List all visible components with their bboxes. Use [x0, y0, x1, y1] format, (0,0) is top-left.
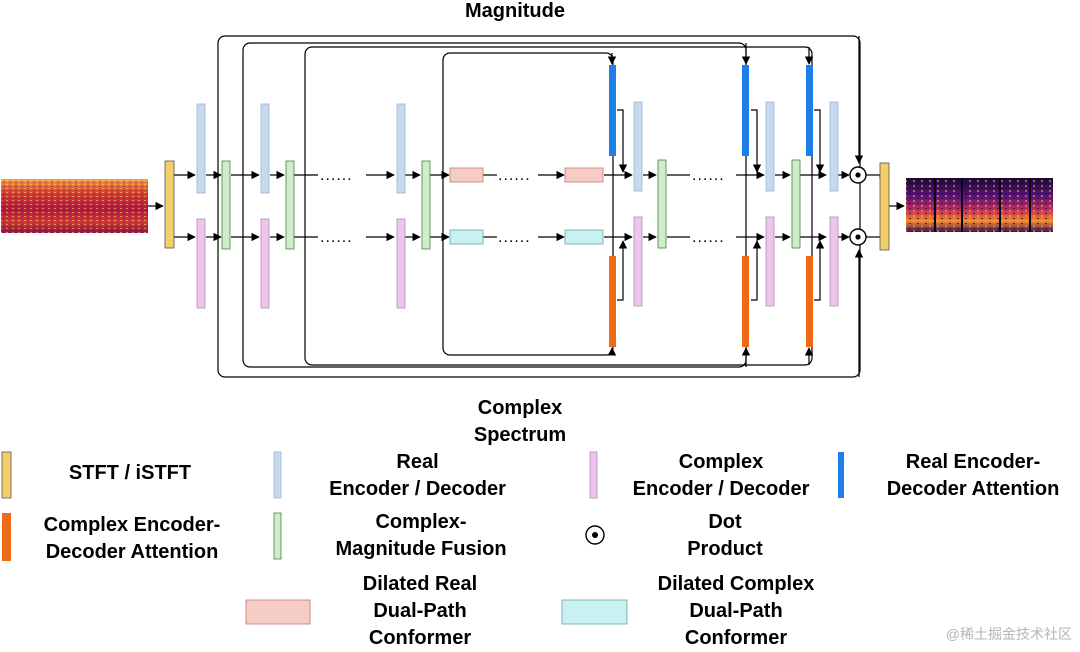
legend-dilated-real-line-1: Dilated Real	[362, 573, 478, 595]
legend-real-encoder-line-1: Real	[396, 451, 439, 473]
legend-complex-encoder-line-2: Encoder / Decoder	[632, 478, 810, 500]
legend-real-attention-line-1: Real Encoder-	[905, 451, 1041, 473]
dilated-complex-conformers	[449, 229, 604, 245]
legend-dilated-complex-line-3: Conformer	[684, 627, 788, 649]
svg-text:......: ......	[320, 229, 353, 246]
legend-dot-product-line-1: Dot	[708, 511, 742, 533]
legend-real-attention-line-2: Decoder Attention	[886, 478, 1060, 500]
dilated-real-conformers	[449, 167, 604, 183]
legend-dilated-real-line-2: Dual-Path	[373, 600, 467, 622]
istft-block	[879, 162, 890, 251]
legend-dilated-complex-line-2: Dual-Path	[689, 600, 783, 622]
legend-complex-attention-label: Complex Encoder- Decoder Attention	[18, 512, 246, 566]
svg-text:......: ......	[692, 229, 725, 246]
complex-encoder-blocks	[196, 216, 839, 309]
legend-dilated-complex-line-1: Dilated Complex	[657, 573, 815, 595]
legend-complex-encoder-label: Complex Encoder / Decoder	[612, 449, 830, 503]
legend-dilated-real-label: Dilated Real Dual-Path Conformer	[330, 571, 510, 652]
legend-stft-swatch	[1, 451, 12, 499]
legend-dilated-real-line-3: Conformer	[368, 627, 472, 649]
flow-lines	[148, 36, 905, 377]
legend-fusion-label: Complex- Magnitude Fusion	[316, 509, 526, 563]
stft-block	[164, 160, 175, 249]
legend-dilated-complex-label: Dilated Complex Dual-Path Conformer	[638, 571, 834, 652]
dot-product-icon	[849, 228, 867, 246]
legend-complex-attention-line-1: Complex Encoder-	[43, 514, 221, 536]
legend-real-attention-swatch	[838, 452, 844, 498]
legend-dilated-real-swatch	[245, 599, 311, 625]
complex-attention-blocks	[609, 256, 813, 347]
complex-spectrum-line-1: Complex	[477, 397, 563, 419]
legend-real-encoder-line-2: Encoder / Decoder	[329, 478, 506, 500]
legend-fusion-swatch	[273, 512, 282, 560]
complex-spectrum-line-2: Spectrum	[473, 424, 567, 446]
legend-complex-encoder-swatch	[589, 451, 598, 499]
dot-product-icon	[849, 166, 867, 184]
legend-real-encoder-label: Real Encoder / Decoder	[300, 449, 535, 503]
real-attention-blocks	[609, 65, 813, 156]
input-spectrogram	[1, 179, 148, 233]
magnitude-label: Magnitude	[465, 0, 565, 22]
legend-fusion-line-1: Complex-	[375, 511, 467, 533]
legend-real-attention-label: Real Encoder- Decoder Attention	[866, 449, 1080, 503]
legend-dot-product-label: Dot Product	[660, 509, 790, 563]
watermark-text: @稀土掘金技术社区	[945, 626, 1072, 642]
legend-stft-label: STFT / iSTFT	[68, 462, 192, 484]
ellipsis-dots: ...... ...... ...... ...... ...... .....…	[320, 167, 725, 246]
fusion-blocks	[221, 159, 801, 250]
legend-swatches	[1, 451, 844, 625]
svg-text:......: ......	[498, 167, 531, 184]
legend-complex-attention-line-2: Decoder Attention	[45, 541, 219, 563]
legend-dot-product-line-2: Product	[687, 538, 763, 560]
svg-text:......: ......	[498, 229, 531, 246]
legend-fusion-line-2: Magnitude Fusion	[335, 538, 507, 560]
svg-text:......: ......	[320, 167, 353, 184]
legend-dilated-complex-swatch	[561, 599, 628, 625]
skip-connections	[217, 35, 861, 378]
legend-complex-attention-swatch	[2, 513, 11, 561]
svg-text:......: ......	[692, 167, 725, 184]
complex-spectrum-label: Complex Spectrum	[440, 395, 600, 449]
real-encoder-blocks	[196, 101, 839, 194]
legend-real-encoder-swatch	[273, 451, 282, 499]
legend-complex-encoder-line-1: Complex	[678, 451, 764, 473]
output-spectrogram	[906, 178, 1053, 232]
